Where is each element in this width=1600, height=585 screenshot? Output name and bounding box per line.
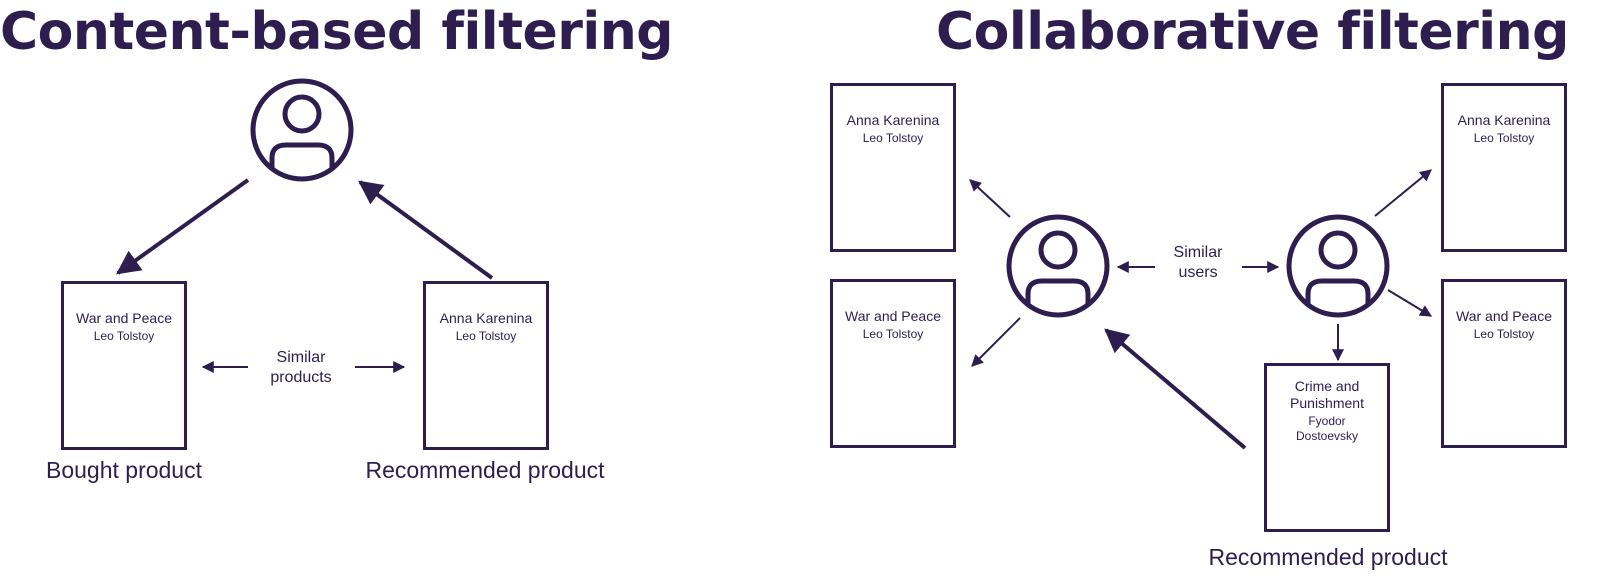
book-card-crime: Crime and Punishment Fyodor Dostoevsky xyxy=(1264,363,1390,532)
book-card-left-top: Anna Karenina Leo Tolstoy xyxy=(830,83,956,252)
arrow-recommended-to-user xyxy=(358,180,494,280)
book-author: Leo Tolstoy xyxy=(455,329,517,343)
arrow-crime-to-user1 xyxy=(1104,328,1247,450)
collaborative-title: Collaborative filtering xyxy=(936,2,1569,62)
book-card-recommended: Anna Karenina Leo Tolstoy xyxy=(423,281,549,450)
arrow-user2-to-right-top xyxy=(1374,169,1432,217)
user-icon xyxy=(250,78,354,182)
arrow-user1-to-left-top xyxy=(969,179,1011,218)
arrow-user2-to-right-bottom xyxy=(1387,289,1433,317)
book-title: Anna Karenina xyxy=(439,310,533,326)
recommended-product-label: Recommended product xyxy=(365,457,605,483)
book-title: Anna Karenina xyxy=(1457,112,1551,128)
arrow-user-to-bought xyxy=(116,178,250,275)
book-author: Leo Tolstoy xyxy=(93,329,155,343)
book-author: Leo Tolstoy xyxy=(862,327,924,341)
book-title: Anna Karenina xyxy=(846,112,940,128)
similar-users-label: Similar users xyxy=(1173,244,1223,281)
book-author: Leo Tolstoy xyxy=(1473,327,1535,341)
similar-products-label: Similar products xyxy=(270,349,332,386)
book-card-bought: War and Peace Leo Tolstoy xyxy=(61,281,187,450)
book-card-left-bottom: War and Peace Leo Tolstoy xyxy=(830,279,956,448)
bought-product-label: Bought product xyxy=(45,457,202,483)
book-author: Leo Tolstoy xyxy=(862,131,924,145)
book-title: War and Peace xyxy=(845,308,941,324)
book-title: Crime and Punishment xyxy=(1290,378,1364,411)
content-based-title: Content-based filtering xyxy=(0,2,673,62)
book-author: Leo Tolstoy xyxy=(1473,131,1535,145)
user-icon xyxy=(1286,214,1390,318)
arrow-user1-to-left-bottom xyxy=(971,317,1021,367)
book-title: War and Peace xyxy=(1456,308,1552,324)
recommended-product-label: Recommended product xyxy=(1208,544,1448,570)
book-card-right-top: Anna Karenina Leo Tolstoy xyxy=(1441,83,1567,252)
book-title: War and Peace xyxy=(76,310,172,326)
user-icon xyxy=(1006,214,1110,318)
book-author: Fyodor Dostoevsky xyxy=(1295,414,1359,443)
book-card-right-bottom: War and Peace Leo Tolstoy xyxy=(1441,279,1567,448)
